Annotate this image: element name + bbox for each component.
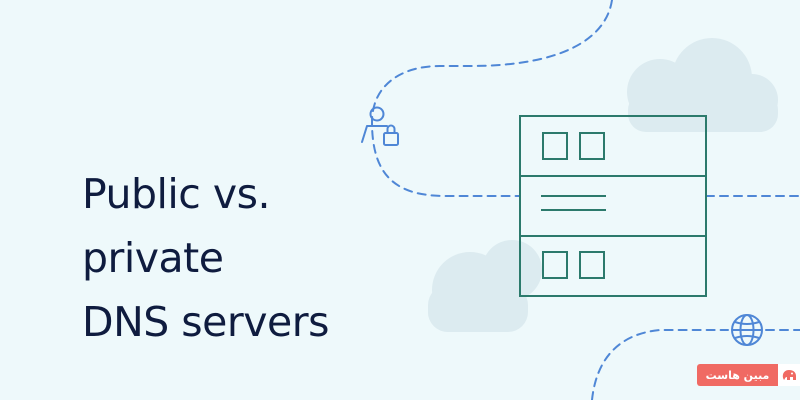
title-line-2: private	[82, 234, 224, 282]
server-rack-icon	[519, 115, 707, 297]
watermark-text: مبین هاست	[705, 368, 770, 382]
dashed-path-top	[370, 0, 613, 197]
user-lock-icon	[361, 106, 399, 146]
page-title: Public vs. private DNS servers	[82, 162, 422, 354]
title-line-1: Public vs.	[82, 170, 271, 218]
server-slot-top-left	[542, 132, 568, 160]
server-slot-bottom-right	[579, 251, 605, 279]
title-line-3: DNS servers	[82, 298, 329, 346]
cloud-bottom-left	[428, 240, 542, 332]
watermark-badge: مبین هاست	[697, 364, 800, 386]
server-slot-bottom-left	[542, 251, 568, 279]
dashed-path-bottom	[591, 329, 729, 400]
globe-icon	[731, 314, 763, 346]
cloud-top-right	[627, 38, 778, 132]
elephant-logo-icon	[778, 364, 800, 386]
server-slot-top-right	[579, 132, 605, 160]
